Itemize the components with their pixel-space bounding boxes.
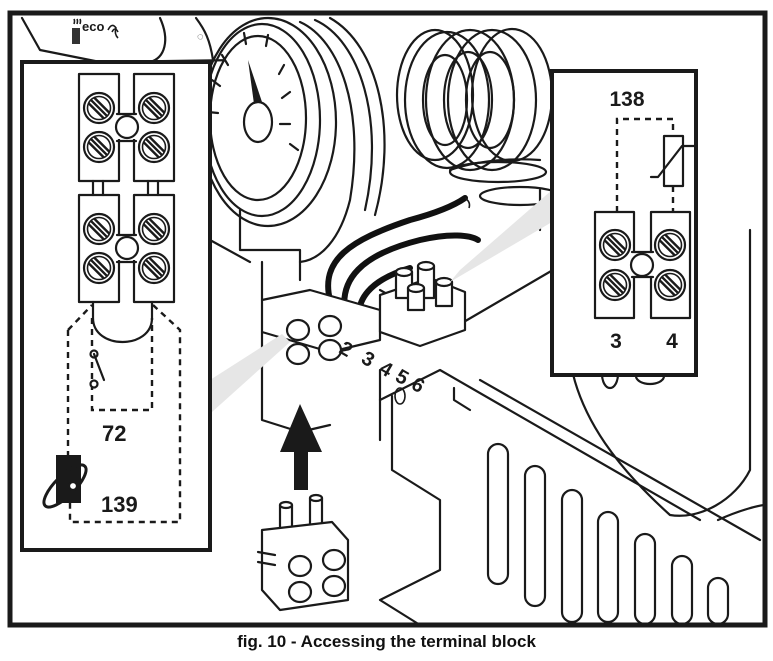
switch-symbol (89, 349, 106, 389)
jumper-loop (91, 300, 154, 344)
screw-icon (82, 212, 116, 246)
heat-waves-icon (72, 18, 82, 44)
installed-terminal-block (260, 260, 467, 366)
insert-arrow-icon (280, 404, 322, 490)
screw-icon (137, 91, 171, 125)
label-138: 138 (609, 88, 644, 111)
screw-icon (82, 91, 116, 125)
left-callout-beam (210, 334, 290, 412)
screw-icon (137, 212, 171, 246)
label-72: 72 (102, 421, 126, 446)
terminal-block-upper (77, 72, 176, 183)
screw-icon (137, 251, 171, 285)
vented-grille (478, 378, 762, 626)
screw-icon (82, 251, 116, 285)
flame-icon (107, 24, 119, 39)
panel-eco-label: eco (82, 19, 104, 34)
block-links (91, 179, 160, 197)
label-139: 139 (101, 492, 138, 517)
gauge-hub (242, 100, 274, 144)
heat-exchanger-coil (395, 27, 562, 207)
terminal-label-4: 4 (666, 330, 678, 353)
left-inset-panel: 72 139 (20, 60, 212, 552)
pressure-gauge (198, 16, 386, 264)
gauge-needle (248, 60, 262, 104)
screw-icon (137, 130, 171, 164)
right-inset-panel: 138 3 4 (550, 69, 698, 377)
screw-icon (653, 228, 687, 262)
terminal-label-3: 3 (610, 330, 622, 353)
loose-terminal-block (256, 493, 350, 612)
screw-terminals (82, 91, 171, 285)
screw-icon (598, 228, 632, 262)
svg-text:◌: ◌ (197, 31, 204, 43)
sensor-symbol (42, 455, 88, 509)
terminal-block-lower (77, 193, 176, 304)
screw-icon (653, 268, 687, 302)
right-callout-beam (450, 190, 552, 282)
figure-caption: fig. 10 - Accessing the terminal block (237, 632, 536, 651)
screw-icon (598, 268, 632, 302)
screw-terminals (598, 228, 687, 302)
screw-icon (82, 130, 116, 164)
